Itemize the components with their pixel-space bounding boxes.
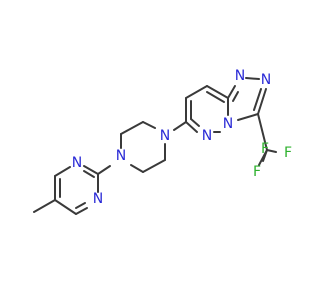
- atom-f-top: F: [261, 141, 269, 157]
- bond-c4-c5: [54, 199, 77, 215]
- molecule-structure-diagram: N N N N N N N N F F F: [33, 68, 292, 215]
- atom-labels: N N N N N N N N F F F: [72, 68, 292, 207]
- bond-c3-cf3: [257, 113, 268, 151]
- atom-n-piperazine-right: N: [160, 128, 170, 144]
- atom-f-right: F: [284, 145, 292, 161]
- bond-c3a-n-top-left-inner: [232, 91, 239, 102]
- bond-c5-c4: [185, 85, 208, 99]
- bond-c4-c3a: [206, 85, 229, 99]
- bond-n3-c4: [75, 207, 88, 215]
- bond-n1-c2-inner: [83, 170, 95, 178]
- atom-n-piperazine-left: N: [116, 148, 126, 164]
- pyridazine-ring: [173, 85, 229, 133]
- bond-ch2-bottom-n-left: [130, 164, 144, 173]
- piperazine-ring: [97, 121, 166, 175]
- bond-c6-n1: [54, 166, 71, 177]
- atom-n-pyrimidine-top: N: [72, 155, 82, 171]
- bond-n1-c2: [83, 165, 99, 175]
- bond-n-top-right-c3-inner: [253, 88, 262, 111]
- bond-n-pyridazine-c6: [185, 121, 198, 133]
- bond-ch2-top-right-n-right: [142, 121, 156, 129]
- bond-pyrimidine-piperazine: [97, 165, 111, 175]
- atom-n-triazole-top-right: N: [261, 72, 271, 88]
- pyrimidine-ring: [33, 165, 99, 215]
- triazole-ring: [227, 77, 267, 121]
- bond-piperazine-pyridazine: [173, 121, 187, 131]
- bond-n3-c4-inner: [75, 202, 86, 209]
- atom-n-pyridazine: N: [202, 128, 212, 144]
- bond-c4-c3a-inner: [206, 91, 225, 103]
- atom-n-triazole-bridge: N: [223, 116, 233, 132]
- trifluoromethyl-group: [257, 113, 277, 166]
- bond-cf3-f-right: [266, 149, 277, 153]
- bond-n-top-left-n-top-right: [245, 77, 260, 80]
- bond-cf3-f-bottom: [258, 149, 268, 166]
- atom-n-triazole-top-left: N: [235, 68, 245, 84]
- bond-ch2-top-ch2-top-right: [120, 121, 144, 135]
- bond-methyl: [33, 199, 56, 213]
- bond-ch2-bottom-right-ch2-bottom: [142, 159, 166, 173]
- bond-n-pyridazine-c6-inner: [190, 118, 200, 127]
- atom-n-pyrimidine-bottom: N: [93, 191, 103, 207]
- bond-n-top-right-c3: [257, 88, 267, 115]
- bond-c3a-n-top-left: [227, 85, 236, 99]
- bond-c3-n-bridge: [237, 113, 259, 121]
- atom-f-bottom: F: [253, 164, 261, 180]
